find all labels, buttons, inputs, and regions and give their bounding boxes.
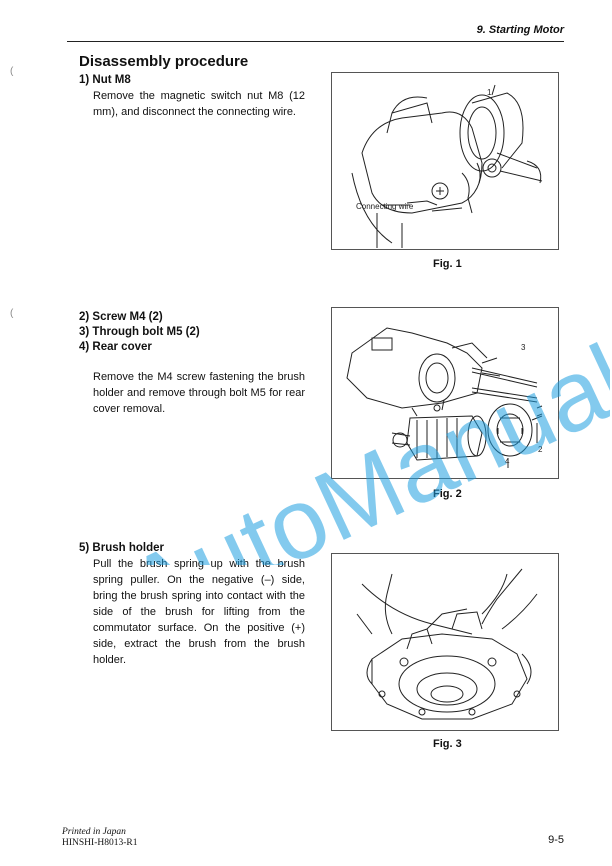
footer-printed: Printed in Japan: [62, 827, 126, 837]
figure-1-callout-1: 1: [487, 88, 492, 97]
figure-3-caption: Fig. 3: [433, 738, 462, 750]
margin-mark-top: (: [10, 66, 14, 77]
footer-code: HINSHI-H8013-R1: [62, 838, 138, 848]
page-number: 9-5: [548, 834, 564, 846]
figure-3-illustration: [356, 568, 538, 720]
figure-2-callout-2: 2: [538, 445, 543, 454]
figure-2-caption: Fig. 2: [433, 488, 462, 500]
header-section-title: 9. Starting Motor: [476, 24, 564, 36]
step-5-heading: 5) Brush holder: [79, 542, 164, 554]
section-title: Disassembly procedure: [79, 53, 249, 70]
figure-2-callout-4: 4: [505, 457, 510, 466]
figure-3: [331, 553, 559, 731]
figure-2-illustration: 3 2 4: [346, 327, 543, 468]
step-3-heading: 3) Through bolt M5 (2): [79, 326, 200, 338]
step-1-text: Remove the magnetic switch nut M8 (12 mm…: [93, 90, 305, 118]
figure-1-connecting-wire-label: Connecting wire: [356, 202, 414, 211]
header-rule: [67, 41, 564, 42]
figure-2-callout-3: 3: [521, 343, 526, 352]
margin-mark-mid: (: [10, 308, 14, 319]
figure-1-caption: Fig. 1: [433, 258, 462, 270]
step-4-heading: 4) Rear cover: [79, 341, 152, 353]
step-2-text: Remove the M4 screw fastening the brush …: [93, 371, 305, 415]
footer-print-info: Printed in Japan HINSHI-H8013-R1: [62, 827, 137, 849]
figure-1: 1 Connecting wire: [331, 72, 559, 250]
figure-2: 3 2 4: [331, 307, 559, 479]
figure-1-illustration: 1 Connecting wire: [351, 84, 543, 248]
step-2-heading: 2) Screw M4 (2): [79, 311, 163, 323]
step-5-text: Pull the brush spring up with the brush …: [93, 558, 305, 666]
step-1-heading: 1) Nut M8: [79, 74, 131, 86]
